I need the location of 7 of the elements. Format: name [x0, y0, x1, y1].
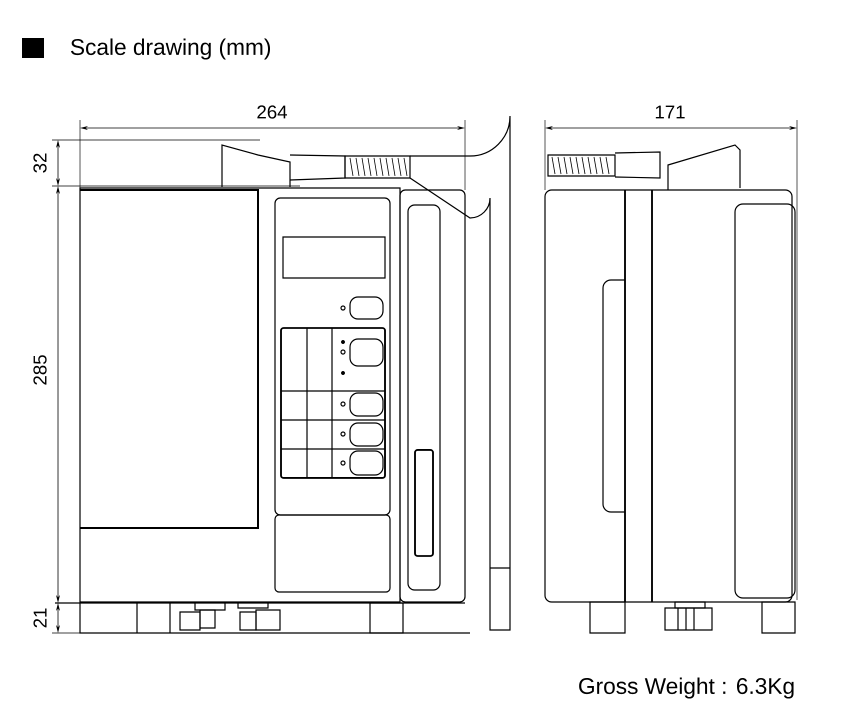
dimension-label: 32	[33, 154, 47, 173]
dimension-label: 264	[257, 105, 288, 119]
dimension-label: 21	[33, 608, 47, 628]
title: Scale drawing (mm)	[70, 38, 270, 60]
dimension-label: 171	[656, 106, 685, 118]
weight-label: Gross Weight : 6.3Kg	[579, 677, 794, 699]
dimension-label: 285	[33, 355, 47, 385]
